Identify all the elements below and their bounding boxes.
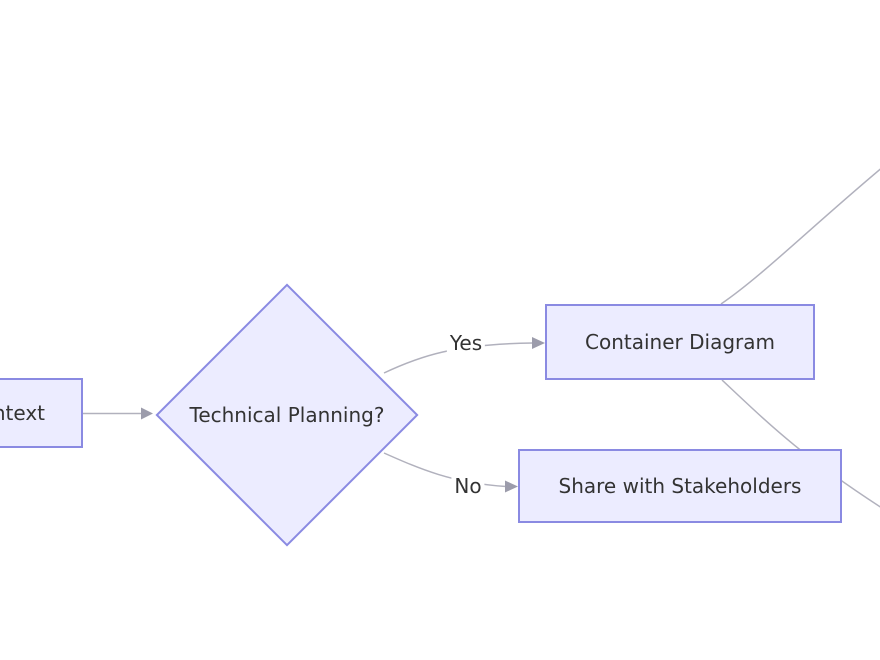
edge-line (383, 342, 534, 374)
edge-decision-to-share (383, 452, 518, 493)
arrowhead-icon (532, 337, 545, 349)
edge-line (721, 379, 880, 508)
edge-line (720, 168, 880, 305)
edge-label-yes: Yes (446, 331, 486, 355)
arrowhead-icon (141, 407, 153, 420)
edge-decision-to-container (383, 337, 545, 374)
node-decision-label: Technical Planning? (189, 403, 385, 427)
node-context-label: ntext (0, 401, 45, 425)
edge-label-no: No (451, 474, 485, 498)
edge-container-to-offscreen-top (720, 168, 880, 305)
edge-context-to-decision (83, 407, 153, 420)
node-context: ntext (0, 378, 83, 448)
node-share-stakeholders: Share with Stakeholders (518, 449, 842, 523)
arrowhead-icon (505, 480, 518, 493)
node-container-diagram-label: Container Diagram (585, 330, 775, 354)
node-container-diagram: Container Diagram (545, 304, 815, 380)
node-share-stakeholders-label: Share with Stakeholders (558, 474, 802, 498)
edge-container-to-offscreen-bottom (721, 379, 880, 508)
edge-line (383, 452, 507, 488)
